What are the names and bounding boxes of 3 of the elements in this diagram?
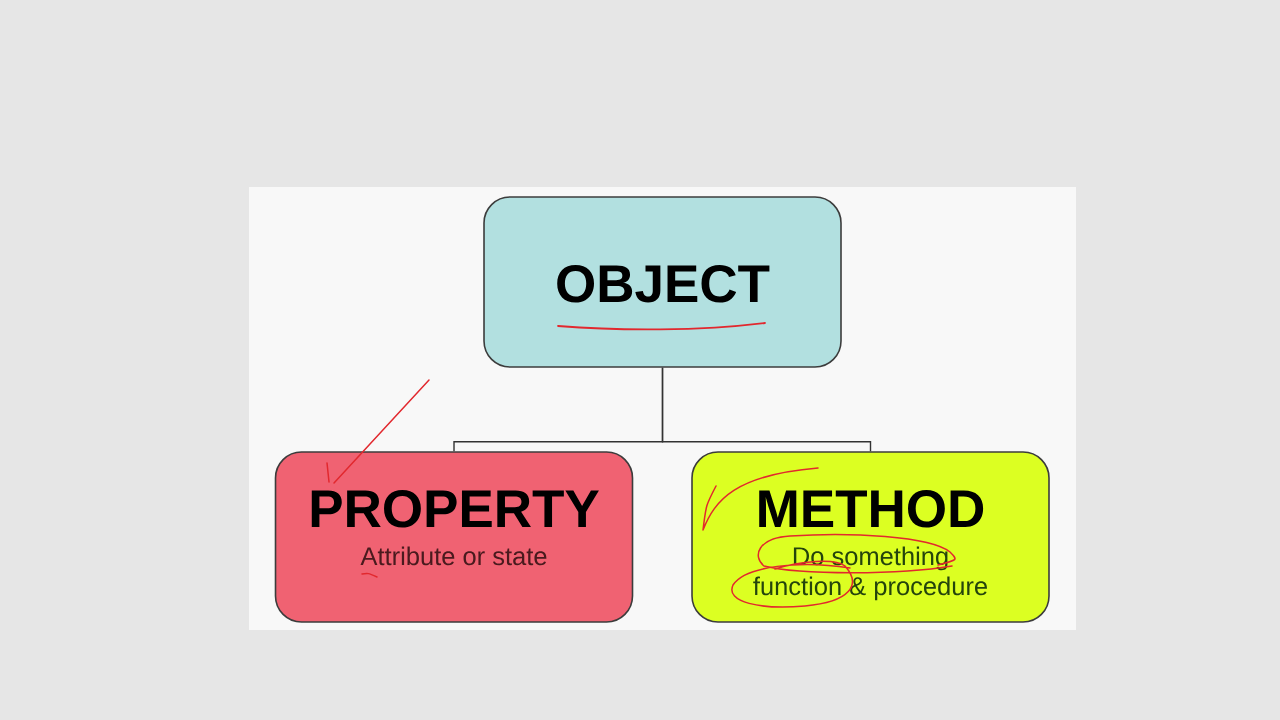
object-box: OBJECT [483,196,842,368]
property-box: PROPERTY Attribute or state [274,451,634,623]
connector-line [661,367,872,452]
